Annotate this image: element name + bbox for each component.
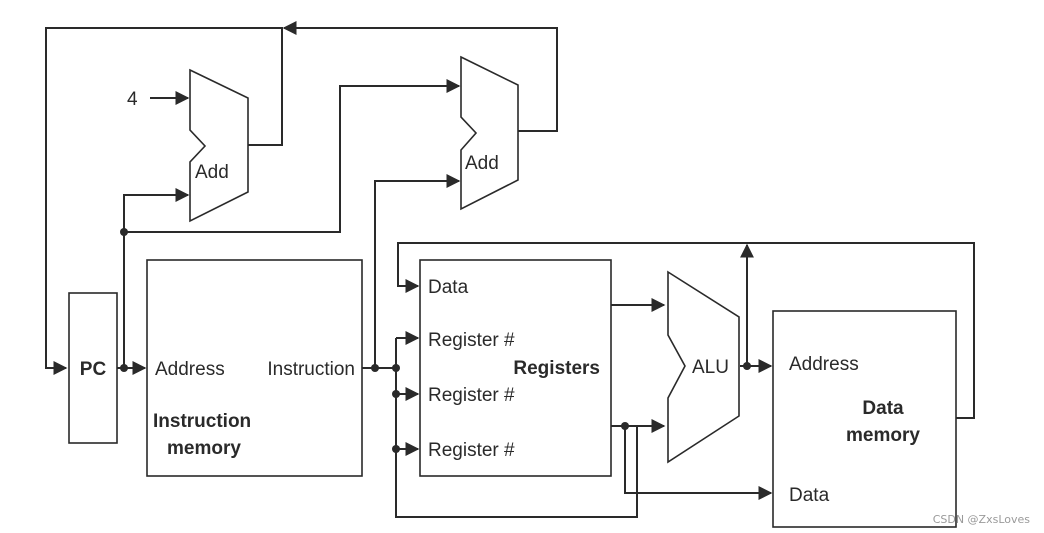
reg-port-1: Register #	[428, 330, 515, 351]
junction-dot	[120, 364, 128, 372]
pc-register	[68, 292, 118, 444]
data-memory	[772, 310, 957, 528]
instr-to-branch-wire	[374, 174, 461, 368]
imem-title-line1: Instruction	[153, 411, 251, 432]
reg2-to-dmem-data-wire	[624, 426, 773, 500]
instruction-memory	[146, 259, 363, 477]
reg-port-3: Register #	[428, 440, 515, 461]
reg-data-port: Data	[428, 277, 469, 298]
pc-to-branch-wire	[124, 79, 461, 233]
junction-dot	[621, 422, 629, 430]
const-four-label: 4	[127, 89, 138, 110]
branch-adder-label: Add	[465, 153, 499, 174]
reg-port-2: Register #	[428, 385, 515, 406]
pc-adder-label: Add	[195, 162, 229, 183]
junction-dot	[371, 364, 379, 372]
imem-address-port: Address	[155, 359, 225, 380]
alu-label: ALU	[692, 357, 729, 378]
writeback-wire	[397, 242, 975, 419]
junction-dot	[392, 364, 400, 372]
registers-title: Registers	[513, 358, 600, 379]
instr-vertical-bus	[395, 338, 638, 518]
register-file	[419, 259, 612, 477]
pc-adder	[189, 68, 249, 223]
branch-target-wire	[282, 21, 558, 132]
dmem-title-line2: memory	[846, 425, 920, 446]
imem-title-line2: memory	[167, 438, 241, 459]
junction-dot	[392, 445, 400, 453]
pc-to-adder-wire	[123, 188, 190, 368]
dmem-address-port: Address	[789, 354, 859, 375]
pc-label: PC	[80, 359, 107, 380]
junction-dot	[743, 362, 751, 370]
pc-next-wire	[45, 27, 283, 375]
dmem-data-port: Data	[789, 485, 830, 506]
junction-dot	[392, 390, 400, 398]
alu	[667, 270, 740, 464]
imem-instruction-port: Instruction	[267, 359, 355, 380]
dmem-title-line1: Data	[862, 398, 904, 419]
branch-adder	[460, 55, 519, 211]
junction-dot	[120, 228, 128, 236]
watermark: CSDN @ZxsLoves	[933, 513, 1031, 526]
